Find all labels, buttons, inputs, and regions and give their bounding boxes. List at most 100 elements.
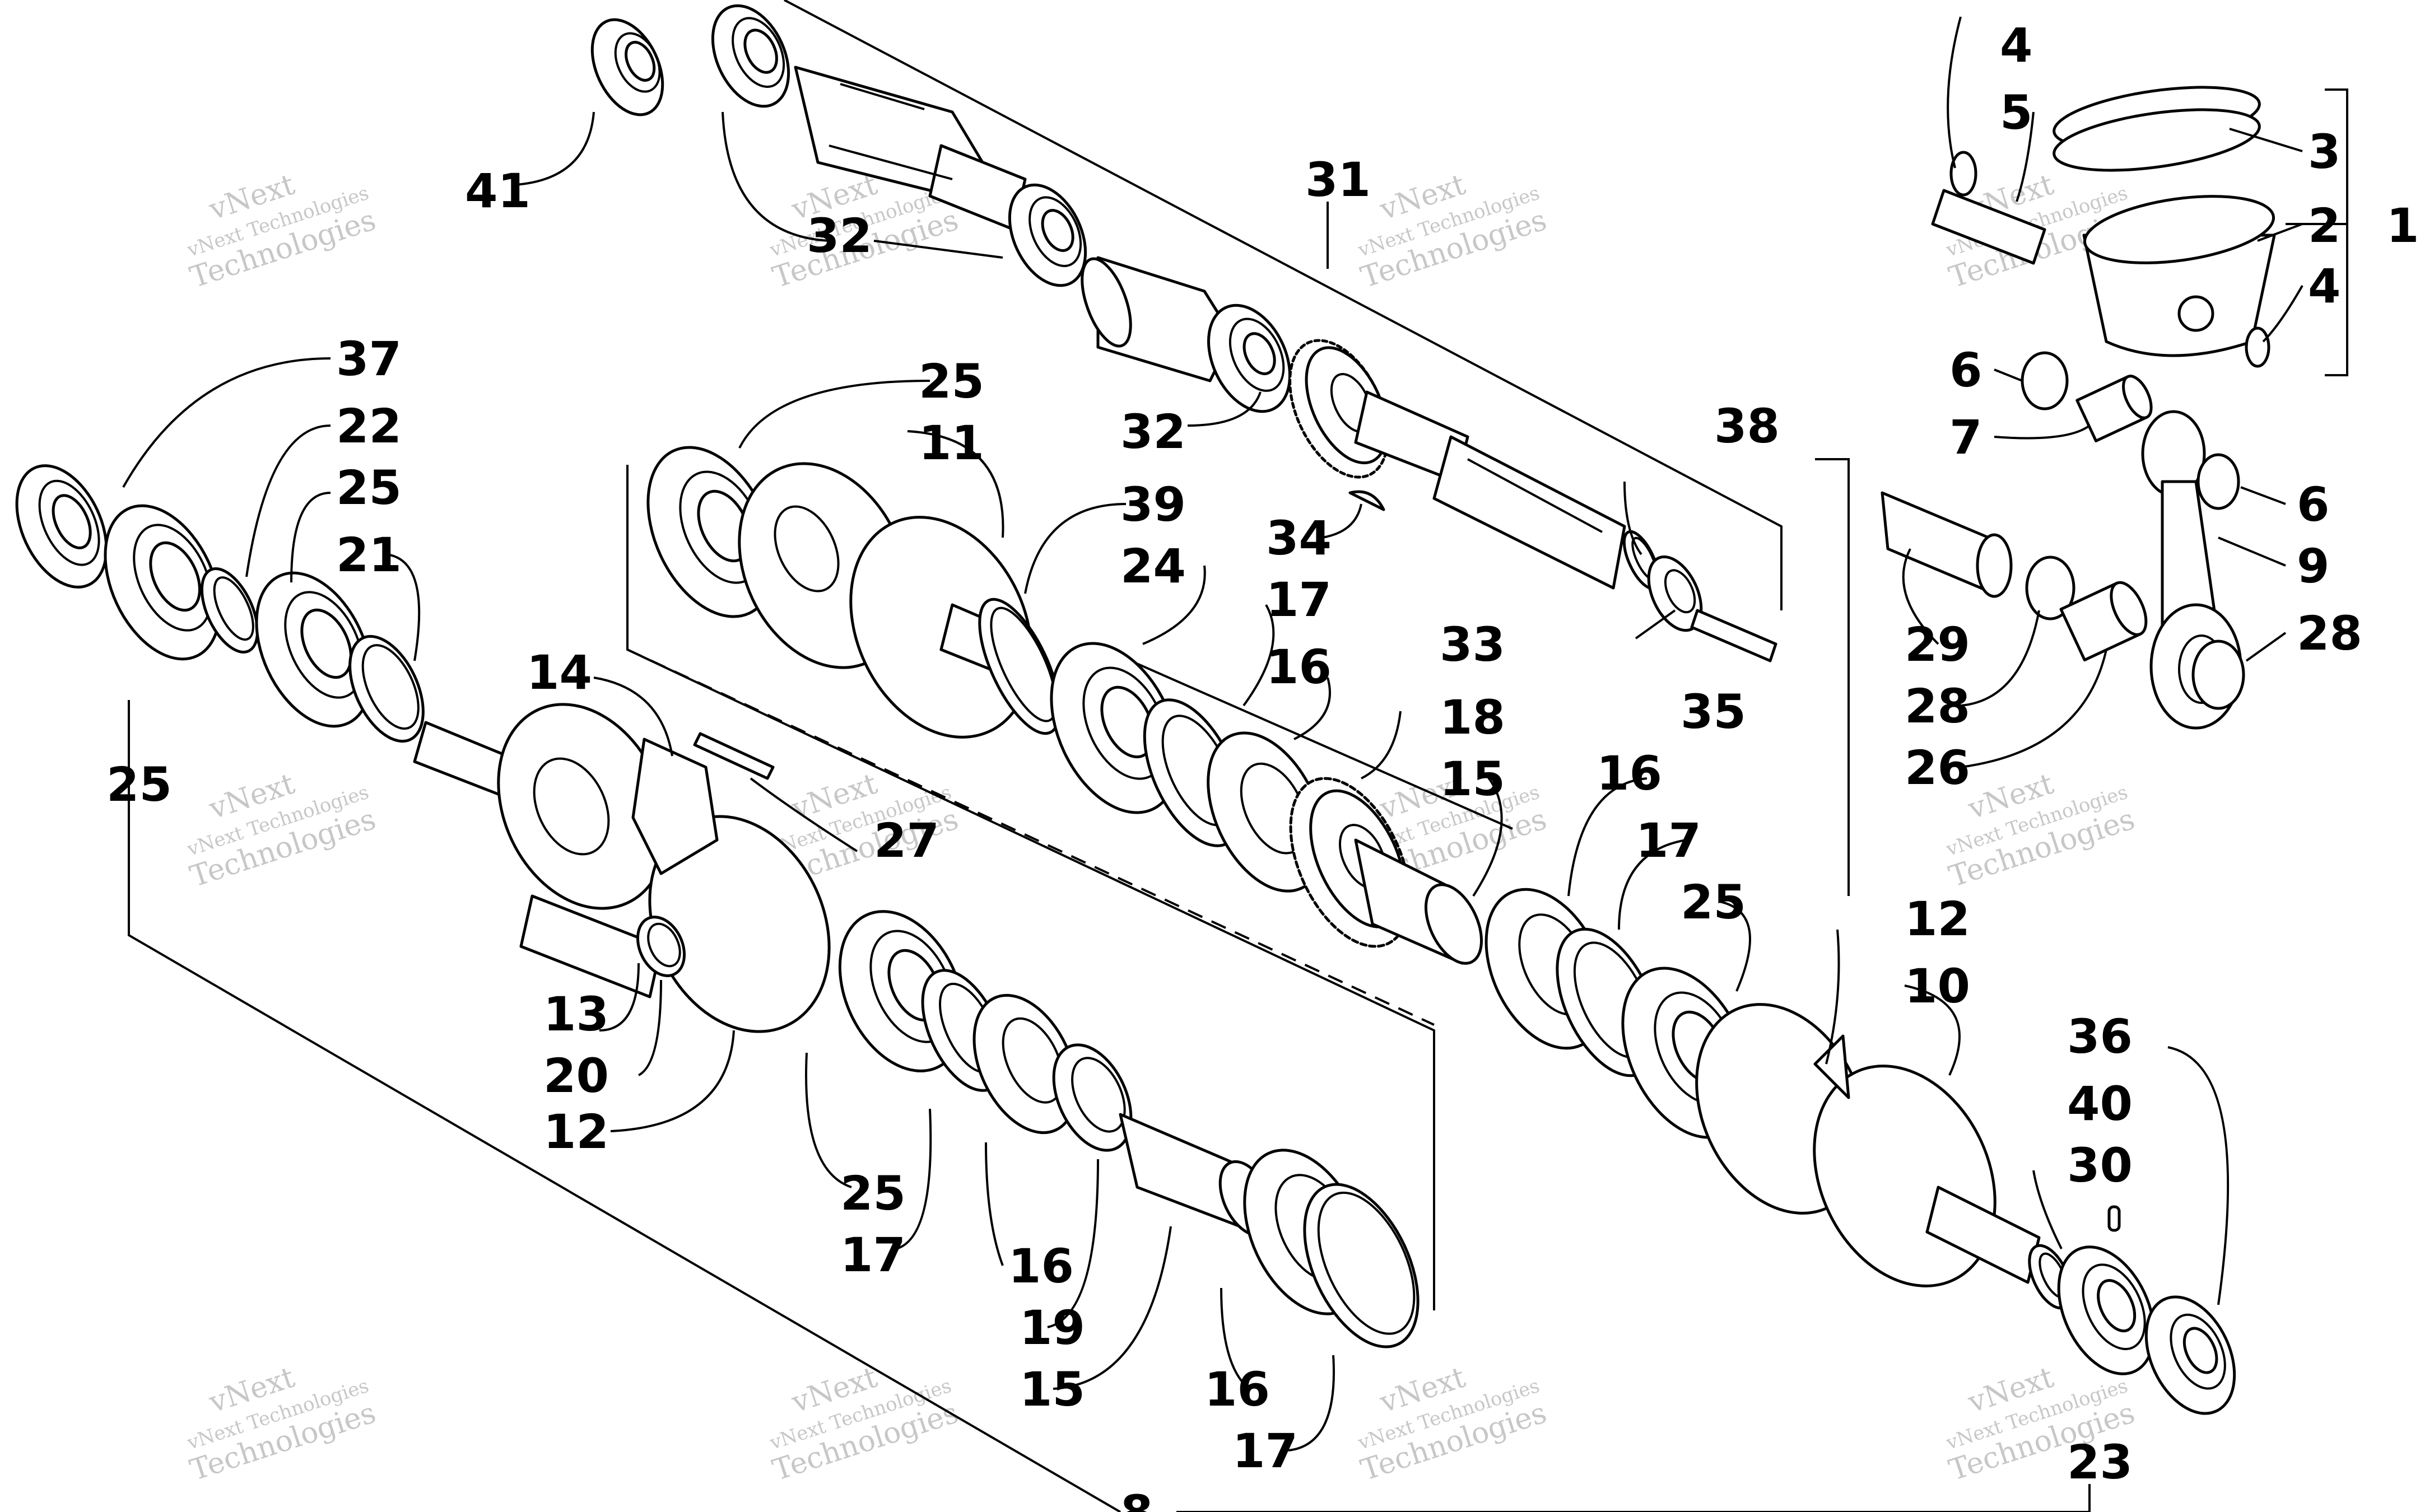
callout-13: 13 bbox=[543, 987, 609, 1042]
bearing-33 bbox=[1647, 555, 1703, 632]
callout-32a: 32 bbox=[807, 208, 872, 263]
callout-9: 9 bbox=[2297, 539, 2329, 594]
washer-28b bbox=[2191, 640, 2245, 710]
shaft-end-35 bbox=[1690, 609, 1777, 662]
callout-4a: 4 bbox=[2000, 18, 2032, 73]
crankshaft-right bbox=[1695, 1003, 2041, 1287]
crankshaft-left bbox=[413, 703, 831, 1033]
bracket-right bbox=[1815, 458, 1850, 896]
washer-6b bbox=[2196, 453, 2240, 510]
spacer-top bbox=[1081, 256, 1234, 382]
screw-27 bbox=[693, 732, 775, 780]
pin-40 bbox=[2107, 1205, 2121, 1232]
bracket-inner bbox=[626, 465, 1435, 1310]
washer-28a bbox=[2025, 556, 2075, 620]
callout-24: 24 bbox=[1120, 539, 1186, 594]
callout-28a: 28 bbox=[2297, 606, 2362, 661]
watermarks: vNext vNext Technologies Technologies vN… bbox=[184, 168, 2139, 1488]
bracket-31 bbox=[784, 0, 1783, 610]
circlip-4b bbox=[2245, 326, 2270, 368]
callout-17c: 17 bbox=[840, 1228, 906, 1282]
piston-rings-3 bbox=[2053, 86, 2261, 172]
callout-15b: 15 bbox=[1020, 1362, 1085, 1417]
callout-17b: 17 bbox=[1636, 813, 1701, 868]
callout-7: 7 bbox=[1949, 410, 1982, 465]
callout-22: 22 bbox=[336, 399, 402, 454]
labyrinth-seal-19 bbox=[1052, 1043, 1133, 1152]
callout-39: 39 bbox=[1120, 477, 1186, 532]
crankshaft-top-right bbox=[1354, 390, 1626, 590]
sleeve-15 bbox=[1354, 838, 1483, 965]
callout-4b: 4 bbox=[2308, 259, 2340, 314]
callout-35: 35 bbox=[1681, 684, 1746, 739]
callout-25e: 25 bbox=[1681, 875, 1746, 930]
callout-26: 26 bbox=[1905, 740, 1970, 795]
bracket-lower-right bbox=[1092, 643, 1513, 830]
callout-23: 23 bbox=[2067, 1435, 2133, 1490]
needle-bearing-7 bbox=[2075, 375, 2153, 442]
bracket-1 bbox=[2286, 88, 2348, 376]
callout-34: 34 bbox=[1266, 511, 1332, 566]
leader-lines bbox=[122, 16, 2303, 1452]
bracket-8-bottom bbox=[1176, 1484, 2091, 1512]
bearing-25 bbox=[255, 571, 373, 728]
callout-6b: 6 bbox=[2297, 477, 2329, 532]
callout-17a: 17 bbox=[1266, 572, 1332, 627]
callout-32b: 32 bbox=[1120, 404, 1186, 459]
callout-36: 36 bbox=[2067, 1009, 2133, 1064]
piston-2 bbox=[2082, 195, 2276, 357]
piston-pin-5 bbox=[1931, 189, 2046, 265]
callout-10: 10 bbox=[1905, 959, 1970, 1014]
ring-20 bbox=[636, 916, 686, 977]
callout-33: 33 bbox=[1440, 617, 1505, 672]
callout-16b: 16 bbox=[1597, 746, 1662, 801]
crankshaft-top bbox=[794, 66, 1027, 231]
callout-14: 14 bbox=[527, 645, 592, 700]
needle-bearing-26 bbox=[2059, 581, 2148, 662]
crankpin-29 bbox=[1881, 491, 2013, 598]
callout-17d: 17 bbox=[1232, 1424, 1298, 1478]
circlip-4a bbox=[1949, 151, 1977, 197]
watermark: vNext vNext Technologies Technologies bbox=[1355, 168, 1551, 295]
ring-17-bottom bbox=[1303, 1183, 1420, 1348]
callout-11: 11 bbox=[919, 416, 984, 470]
oil-seal-41 bbox=[590, 18, 664, 116]
bearing-top bbox=[711, 4, 790, 108]
callout-27: 27 bbox=[874, 813, 939, 868]
callout-25c: 25 bbox=[106, 757, 172, 812]
callout-31: 31 bbox=[1305, 152, 1371, 207]
callout-2: 2 bbox=[2308, 198, 2340, 253]
ring-21 bbox=[348, 634, 425, 743]
oil-seal-37 bbox=[15, 464, 108, 589]
callout-37: 37 bbox=[336, 332, 402, 386]
callout-16a: 16 bbox=[1266, 640, 1332, 694]
callout-38: 38 bbox=[1714, 399, 1780, 454]
callout-3: 3 bbox=[2308, 124, 2340, 179]
watermark: vNext vNext Technologies Technologies bbox=[184, 168, 380, 295]
callout-12a: 12 bbox=[1905, 892, 1970, 946]
ring-22 bbox=[200, 567, 259, 654]
callout-25d: 25 bbox=[840, 1166, 906, 1221]
callout-1: 1 bbox=[2386, 198, 2419, 253]
woodruff-key-34 bbox=[1348, 490, 1385, 511]
callout-25a: 25 bbox=[919, 354, 984, 409]
flywheel-11 bbox=[738, 462, 1033, 739]
dashed-center-line bbox=[627, 648, 1435, 1026]
callout-6a: 6 bbox=[1949, 343, 1982, 398]
watermark: vNext vNext Technologies Technologies bbox=[1355, 1361, 1551, 1488]
callout-21: 21 bbox=[336, 528, 402, 582]
callout-30: 30 bbox=[2067, 1138, 2133, 1193]
callout-40: 40 bbox=[2067, 1076, 2133, 1131]
parts bbox=[15, 4, 2276, 1415]
ring-39 bbox=[978, 598, 1061, 735]
bearing-23 bbox=[2057, 1245, 2156, 1375]
callout-28b: 28 bbox=[1905, 679, 1970, 734]
callout-8: 8 bbox=[1120, 1485, 1153, 1512]
callout-5: 5 bbox=[2000, 85, 2032, 140]
watermark: vNext vNext Technologies Technologies bbox=[184, 767, 380, 894]
callout-29: 29 bbox=[1905, 617, 1970, 672]
callout-18: 18 bbox=[1440, 690, 1505, 745]
watermark: vNext vNext Technologies Technologies bbox=[767, 1361, 962, 1488]
callout-25b: 25 bbox=[336, 460, 402, 515]
